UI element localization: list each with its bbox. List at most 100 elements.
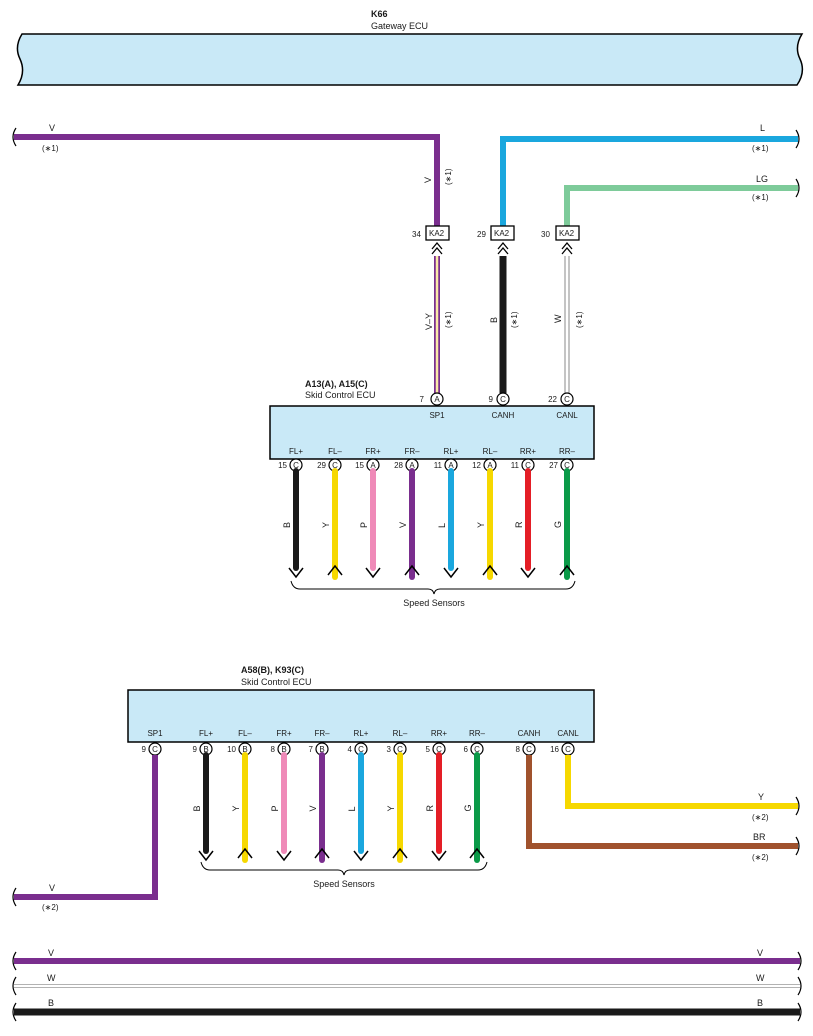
ecu1-wire-3[interactable] [404,468,420,580]
bus-v-left-label: V [48,948,54,958]
ecu2-pin-num: 16 [550,745,559,754]
ecu1-wire-7[interactable] [559,468,575,580]
ecu1-pin-fl-minus[interactable]: FL–C29 [317,447,342,472]
ecu1-wire-0[interactable] [288,468,304,579]
connector-ka2-29[interactable]: KA2 29 [477,225,515,255]
ecu2-wire-4-label: V [308,805,318,811]
ecu1-pin-conn: A [487,461,493,470]
ecu2-wire-5[interactable] [353,752,369,862]
ecu1-top-pin-canl[interactable]: C 22 [548,392,574,406]
ecu1-bottom-pins: FL+C15BFL–C29YFR+A15PFR–A28VRL+A11LRL–A1… [278,447,576,580]
ecu2-pin-name: FL+ [199,729,213,738]
ecu2-wire-v-label: V [49,883,55,893]
ecu1-pin-num: 27 [549,461,558,470]
ecu2-pin-conn: C [474,745,480,754]
ecu2-wire-1[interactable] [198,752,214,862]
ecu2-pin-num: 9 [142,745,147,754]
ecu1-pin-rl-plus[interactable]: RL+A11 [434,447,459,472]
bus-line-v[interactable] [12,951,802,971]
bus-b-right-label: B [757,998,763,1008]
bus-line-b[interactable] [12,1002,802,1022]
ecu2-wire-7[interactable] [431,752,447,862]
ecu2-pin-conn: B [203,745,208,754]
top-wire-l-label: L [760,123,765,133]
ecu1-pin-name: FR+ [365,447,381,456]
ecu2-wire-1-label: B [192,805,202,811]
ecu2-wire-4[interactable] [314,752,330,863]
ecu2-wire-y-note: (∗2) [752,813,769,822]
ecu2-pin-num: 7 [309,745,314,754]
ecu1-pin-name: FL– [328,447,342,456]
ecu2-wire-6-label: Y [386,805,396,811]
ecu2-wire-2-label: Y [231,805,241,811]
ecu2-pin-conn: C [358,745,364,754]
ecu2-box[interactable] [127,689,595,743]
ecu1-wire-7-label: G [553,521,563,528]
mid-wire-vy-note: (∗1) [444,311,453,328]
ecu2-pin-rl-plus[interactable]: RL+ C4 [348,729,369,756]
top-wire-lg-note: (∗1) [752,193,769,202]
ecu1-wire-6-label: R [514,521,524,528]
svg-text:C: C [564,395,570,404]
bus-b-left-label: B [48,998,54,1008]
bus-line-w[interactable] [12,976,802,996]
ecu2-wire-canl-y[interactable] [565,755,800,816]
ecu2-pin-name: RL+ [354,729,369,738]
bus-w-right-label: W [756,973,765,983]
svg-text:9: 9 [489,395,494,404]
ecu1-wire-4[interactable] [443,468,459,579]
connector-ka2-34[interactable]: KA2 34 [412,225,450,255]
svg-text:7: 7 [420,395,425,404]
ecu2-pin-num: 5 [426,745,431,754]
ecu2-pin-rl-minus[interactable]: RL–C3 [387,729,408,756]
ecu2-pin-fr-minus[interactable]: FR–B7 [309,729,331,756]
ecu2-pin-num: 4 [348,745,353,754]
ecu1-top-pin-sp1[interactable]: A 7 [420,392,444,406]
ecu2-pin-rr-minus[interactable]: RR–C6 [464,729,486,756]
ecu2-wire-8[interactable] [469,752,485,863]
ecu2-pin-name: CANL [557,729,579,738]
top-wire-v-note: (∗1) [42,144,59,153]
ecu2-pin-name: SP1 [147,729,163,738]
ecu1-wire-5[interactable] [482,468,498,580]
connector-ka2-30-label: KA2 [559,229,575,238]
top-wire-lg[interactable] [564,178,800,226]
ecu2-pin-conn: B [242,745,247,754]
ecu2-wire-6[interactable] [392,752,408,863]
ecu2-name: Skid Control ECU [241,677,312,687]
ecu1-pin-conn: A [448,461,454,470]
top-wire-v[interactable] [12,127,440,226]
ecu2-wire-8-label: G [463,804,473,811]
ecu1-pin-num: 29 [317,461,326,470]
mid-wire-b-label: B [489,317,499,323]
ecu1-top-pin-sp1-name: SP1 [429,411,445,420]
ecu2-pin-fr-plus[interactable]: FR+B8 [271,729,292,756]
ecu1-top-pin-canh[interactable]: C 9 [489,392,510,406]
ecu1-pin-name: RL– [483,447,498,456]
ecu1-wire-2[interactable] [365,468,381,579]
ecu1-pin-rl-minus[interactable]: RL– A 12 [472,447,498,472]
ecu1-box[interactable] [269,405,595,460]
ecu2-wire-2[interactable] [237,752,253,863]
ecu2-wire-canh-br[interactable] [526,755,800,856]
ecu2-wire-v-note: (∗2) [42,903,59,912]
ecu1-wire-6[interactable] [520,468,536,579]
ecu2-pin-num: 10 [227,745,236,754]
ecu2-wire-y-label: Y [758,792,764,802]
ecu2-wire-3[interactable] [276,752,292,862]
ecu1-pin-name: RR+ [520,447,537,456]
connector-ka2-30[interactable]: KA2 30 [541,225,580,255]
top-wire-v-vertical-label: V [423,177,433,183]
ecu2-wire-br-note: (∗2) [752,853,769,862]
ecu1-pin-num: 12 [472,461,481,470]
ecu2-pin-name: RL– [393,729,408,738]
ecu1-pin-rr-plus[interactable]: RR+C11 [511,447,537,472]
top-wire-l[interactable] [500,129,800,226]
ecu2-wire-sp1-v[interactable] [12,755,158,907]
ecu2-pin-conn: B [281,745,286,754]
ecu2-sensors-bracket [200,861,488,876]
ecu1-wire-1[interactable] [327,468,343,580]
gateway-ecu[interactable]: K66 Gateway ECU [16,9,804,86]
ecu1-top-pin-canh-name: CANH [492,411,515,420]
